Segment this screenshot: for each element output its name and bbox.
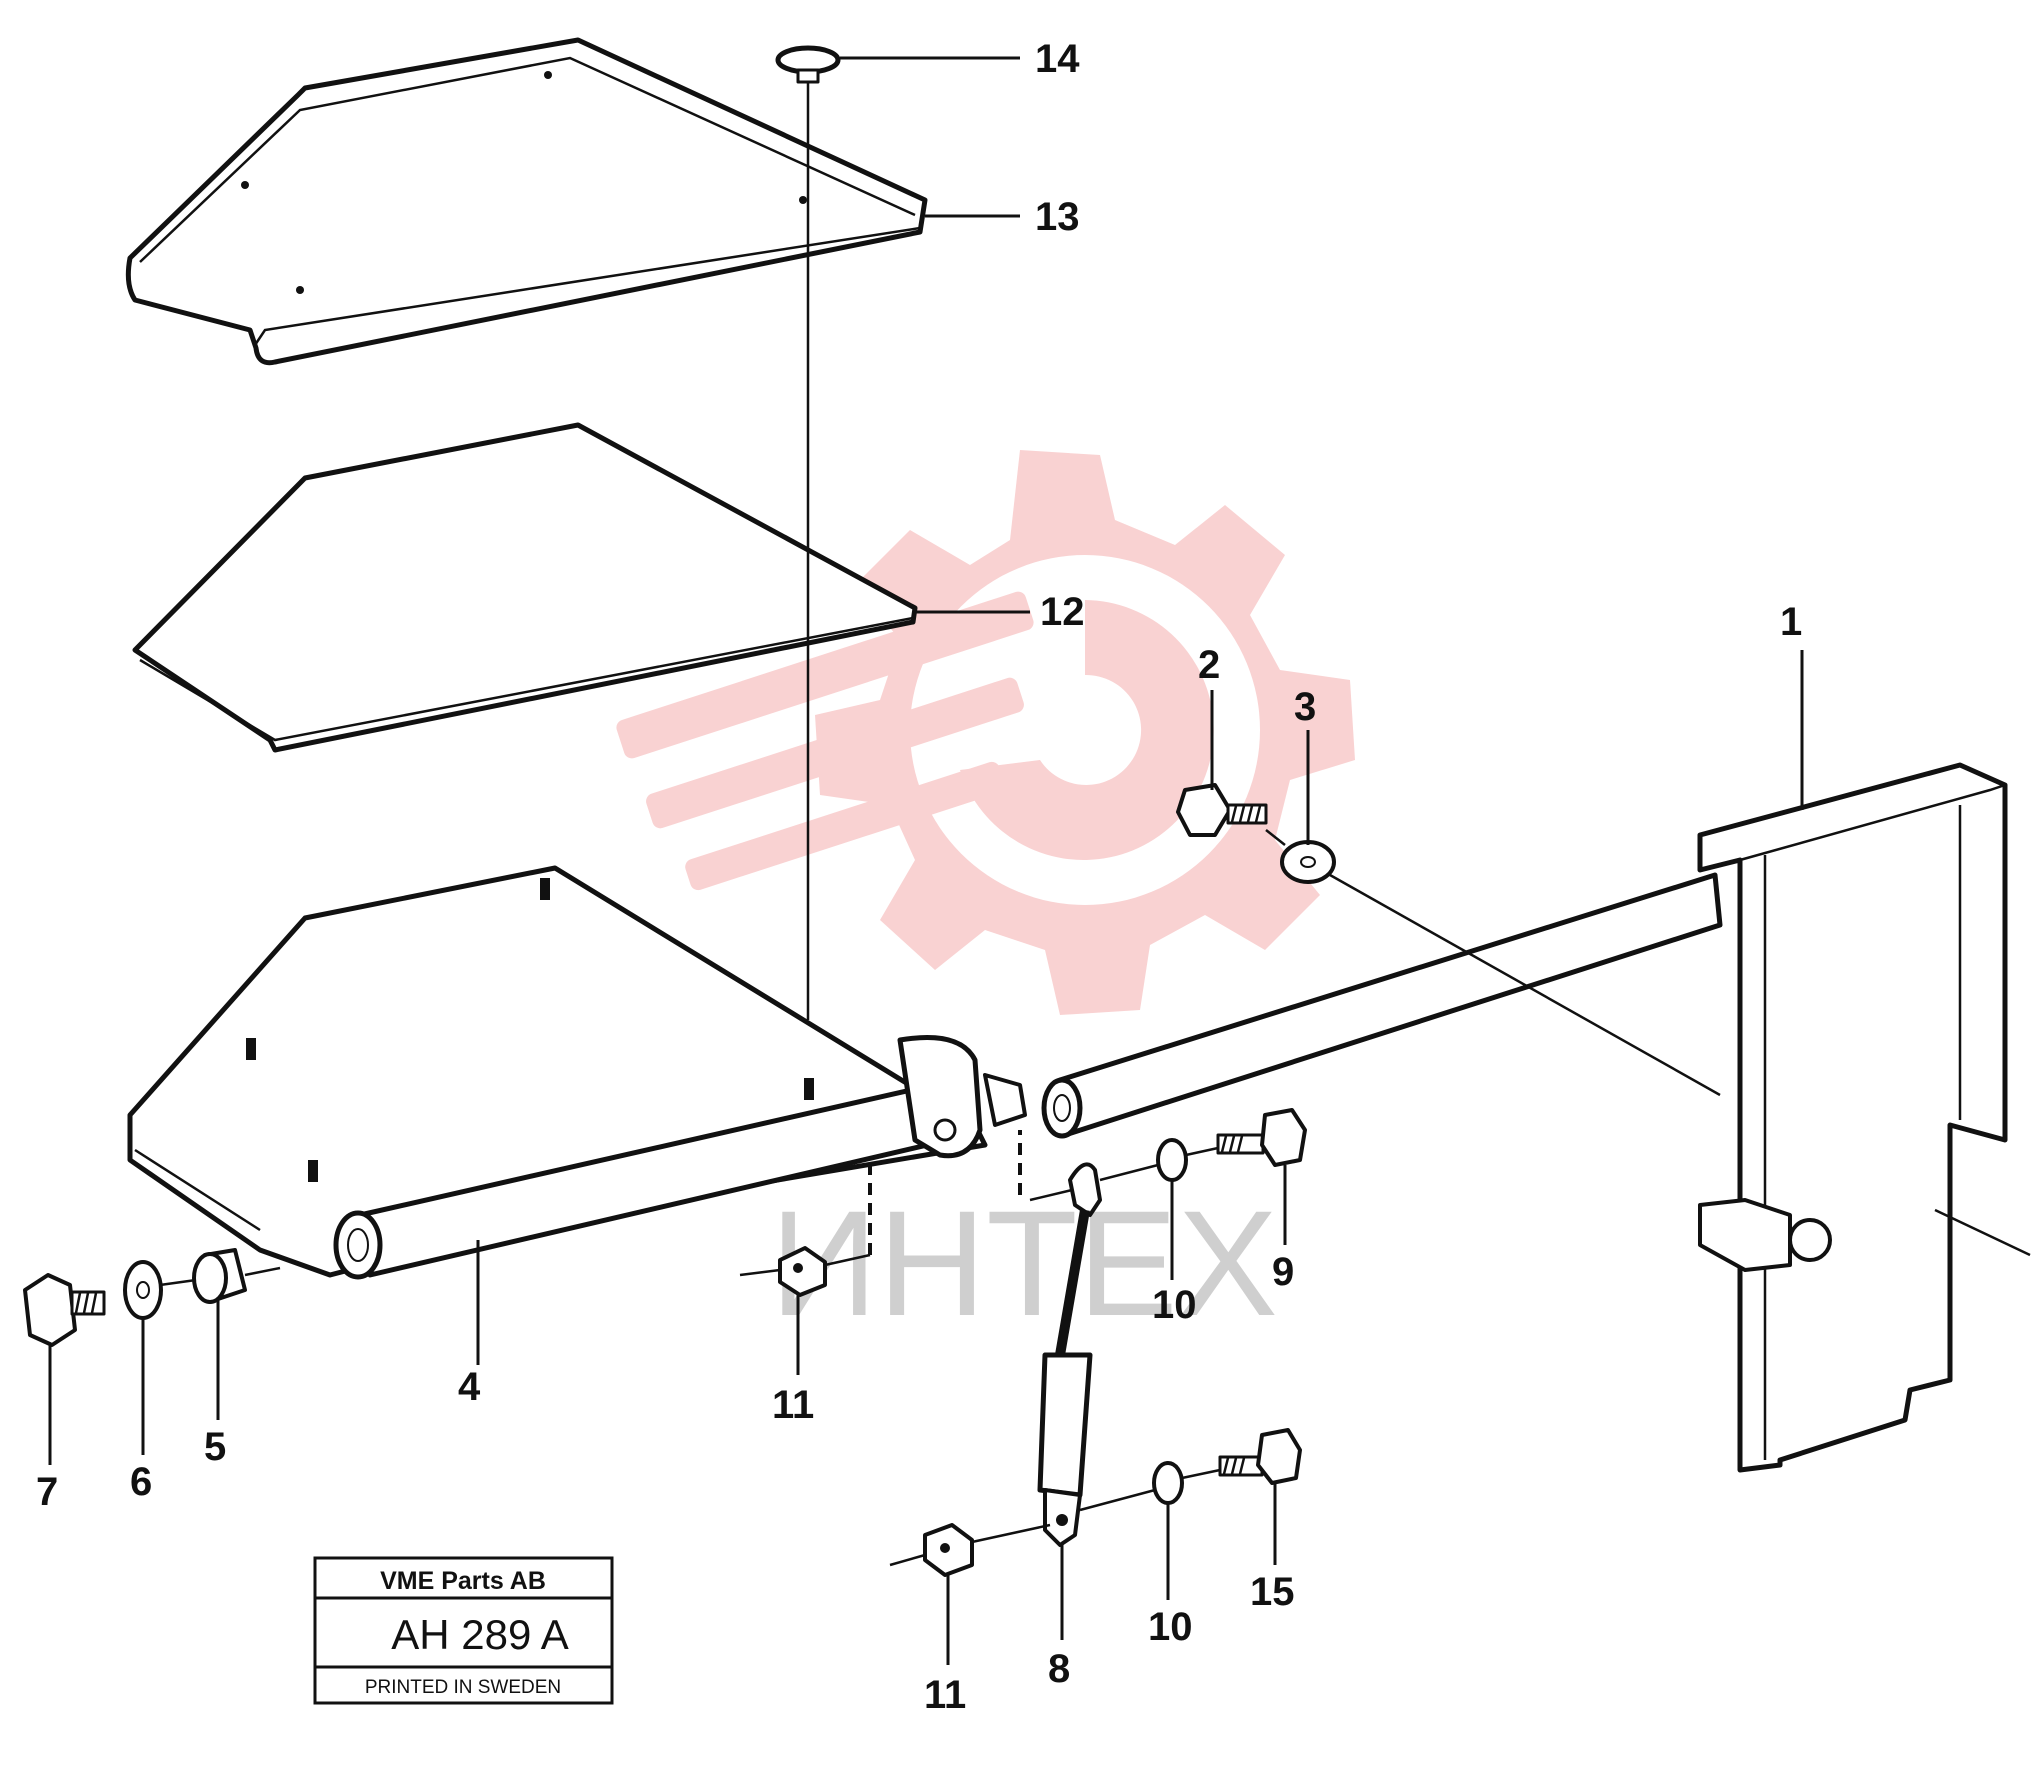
bolt-9	[1216, 1108, 1307, 1167]
callout-5: 5	[204, 1425, 226, 1469]
plug-knob	[775, 45, 841, 200]
callout-13: 13	[1035, 195, 1080, 239]
gear-wrench-logo-icon	[616, 450, 1355, 1015]
callout-14: 14	[1035, 37, 1080, 81]
title-block: VME Parts AB AH 289 A PRINTED IN SWEDEN	[313, 1556, 614, 1705]
callout-15: 15	[1250, 1570, 1295, 1614]
bushing-5	[192, 1248, 247, 1304]
watermark-text: ИНТЕХ	[770, 1179, 1278, 1347]
drawing-code: AH 289 A	[391, 1611, 568, 1658]
nut-11-lower	[923, 1523, 974, 1577]
callout-4: 4	[458, 1365, 481, 1409]
company-name: VME Parts AB	[380, 1567, 546, 1595]
shaft-frame	[1041, 762, 2031, 1473]
middle-insulation-plate	[132, 422, 918, 753]
callout-12: 12	[1040, 590, 1085, 634]
callout-2: 2	[1198, 643, 1220, 687]
nut-11-upper	[778, 1246, 827, 1297]
bolt-7	[23, 1273, 106, 1347]
base-plate-assembly	[127, 865, 1027, 1280]
leader-lines	[48, 56, 1804, 1665]
bolt-15	[1218, 1428, 1302, 1485]
washer-10-upper	[1156, 1138, 1188, 1182]
washer-6	[123, 1260, 163, 1320]
top-cover-plate	[125, 37, 928, 366]
callout-1: 1	[1780, 600, 1802, 644]
callout-11-lower: 11	[924, 1673, 966, 1717]
callout-3: 3	[1294, 685, 1316, 729]
callout-9: 9	[1272, 1250, 1294, 1294]
callout-8: 8	[1048, 1647, 1070, 1691]
callout-10-lower: 10	[1148, 1605, 1193, 1649]
bolt-2	[1176, 783, 1268, 837]
gas-spring	[1037, 1162, 1102, 1547]
washer-3	[1280, 840, 1336, 884]
callout-11-upper: 11	[772, 1383, 814, 1427]
callout-10-upper: 10	[1152, 1283, 1197, 1327]
callout-7: 7	[36, 1470, 58, 1514]
printed-in-note: PRINTED IN SWEDEN	[365, 1677, 561, 1698]
callout-6: 6	[130, 1460, 152, 1504]
washer-10-lower	[1152, 1461, 1184, 1505]
